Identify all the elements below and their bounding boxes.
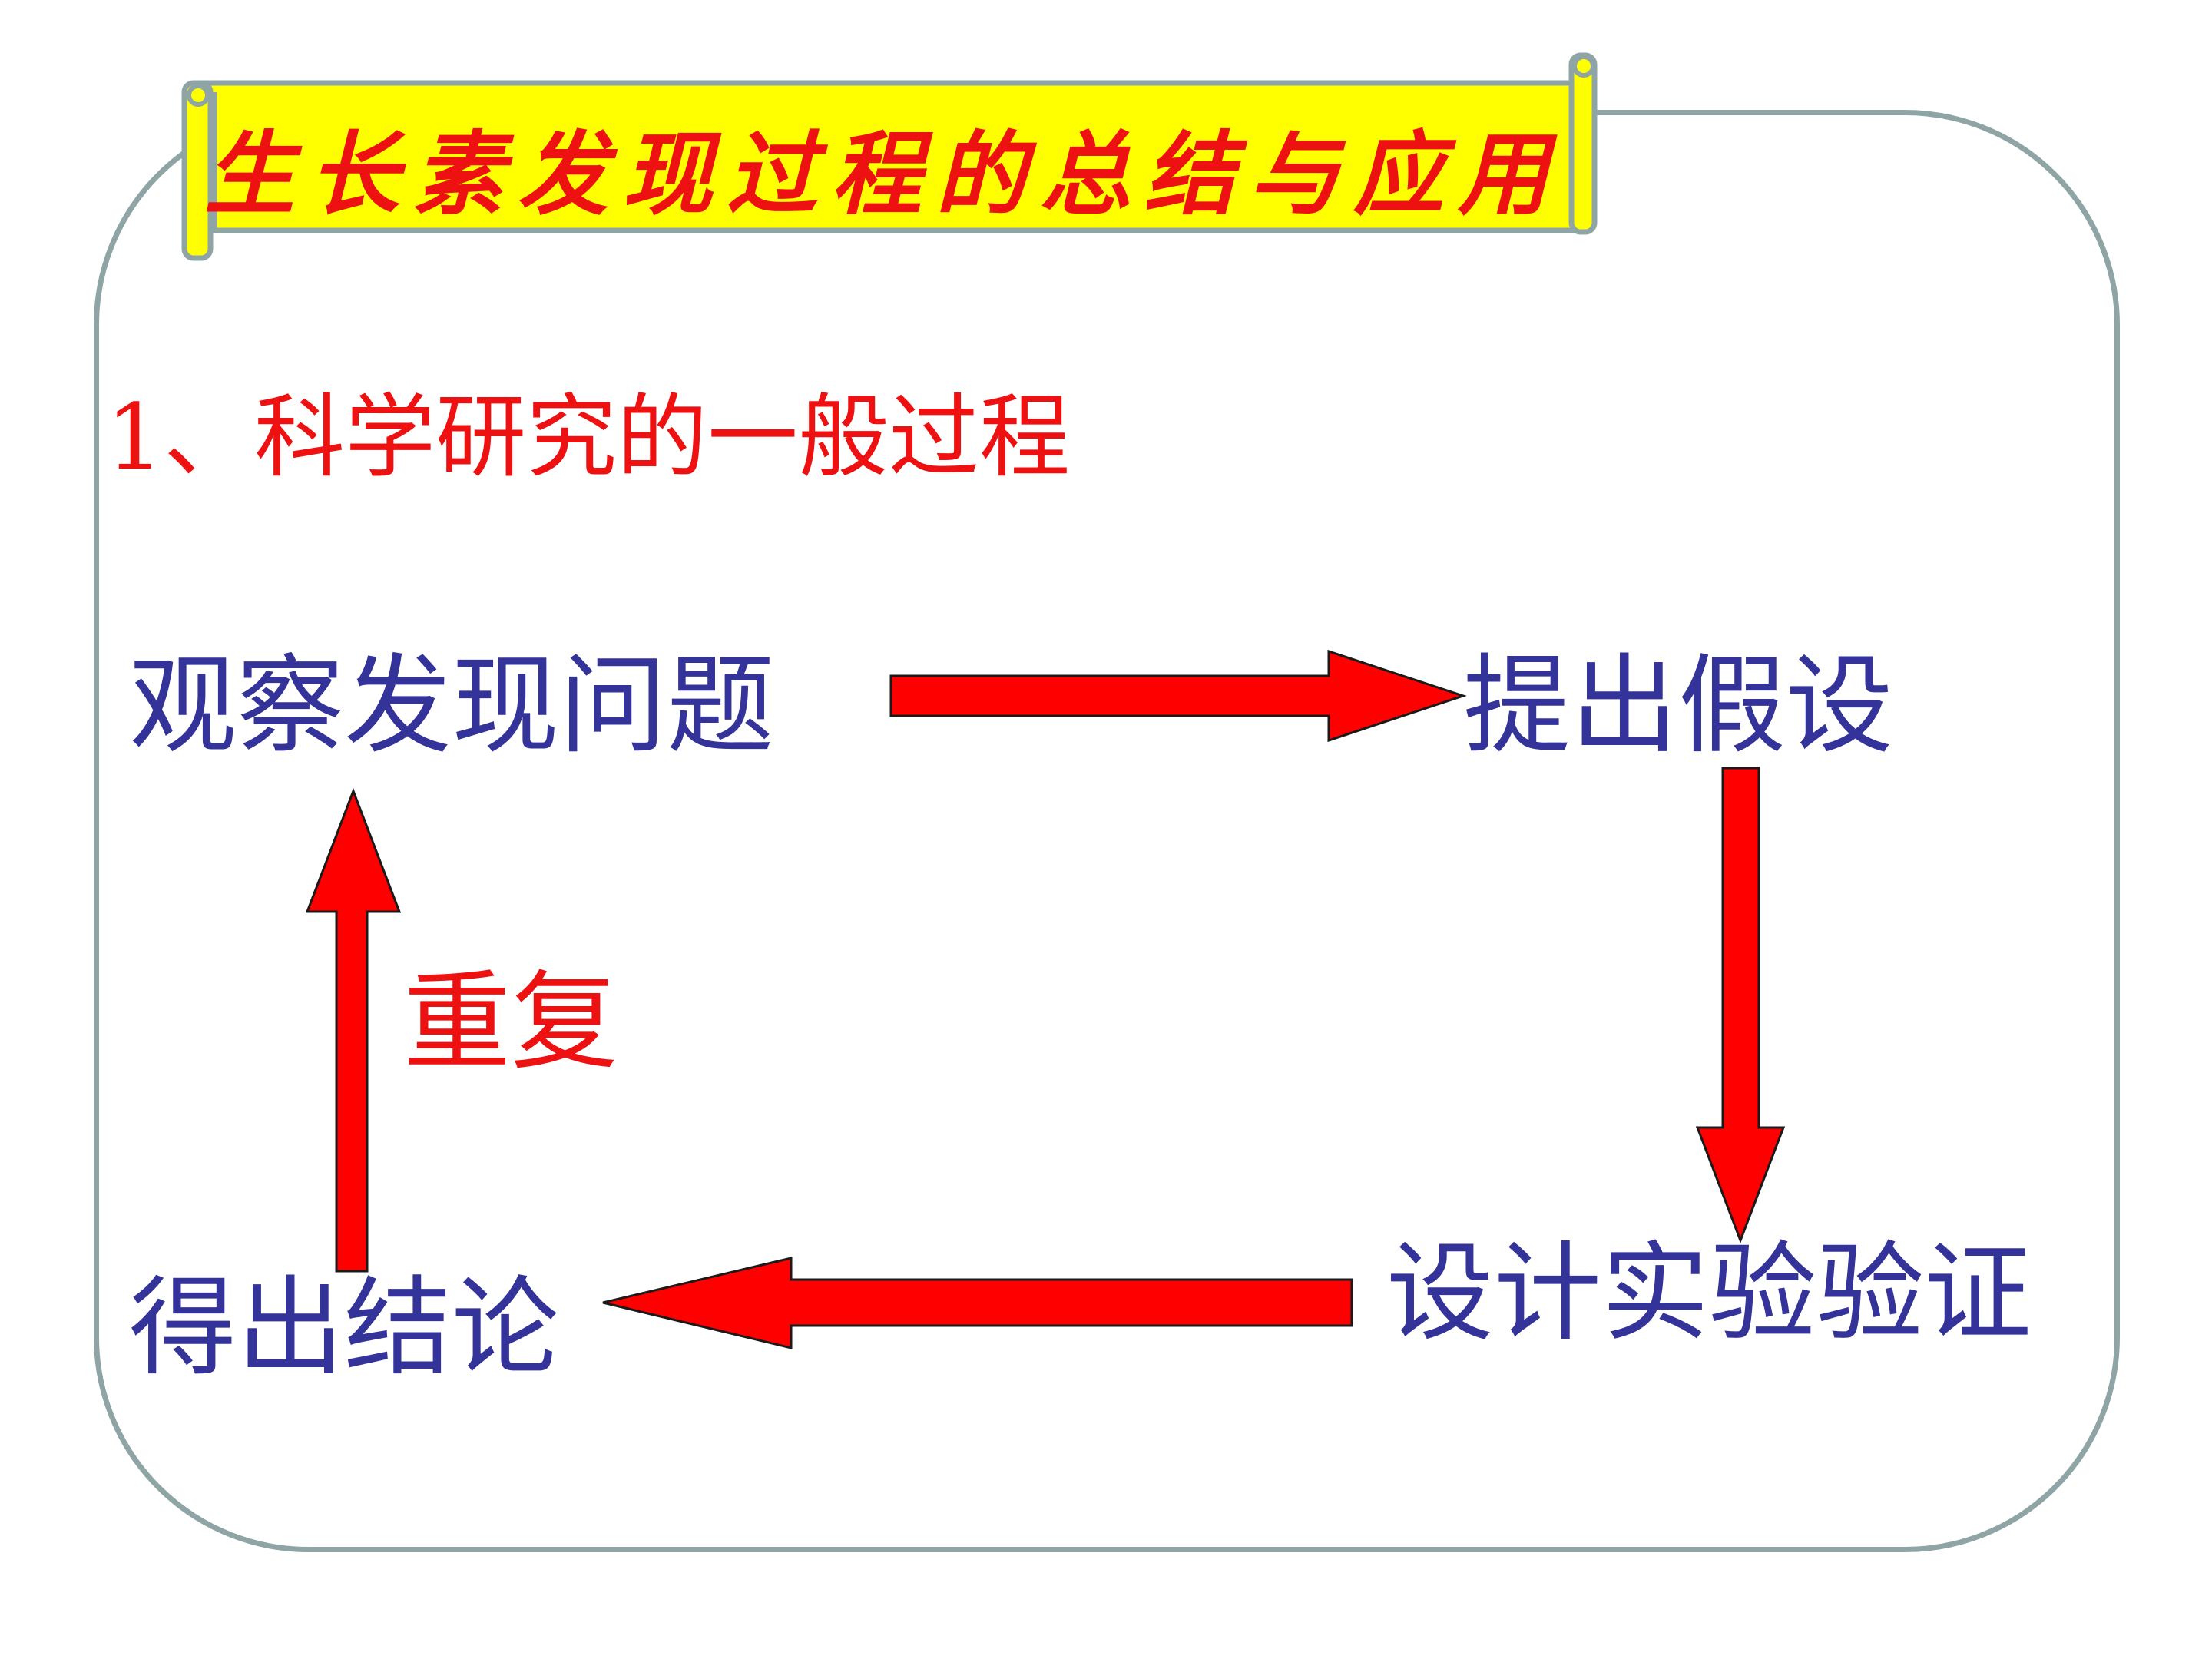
banner-left-roll — [181, 80, 214, 261]
repeat-label: 重复 — [403, 960, 619, 1085]
banner-title: 生长素发现过程的总结与应用 — [204, 120, 1563, 227]
arrow-down — [1695, 767, 1786, 1244]
step-draw-conclusion: 得出结论 — [129, 1266, 560, 1391]
banner-left-curl — [187, 84, 210, 107]
arrow-up — [305, 787, 402, 1273]
step-propose-hypothesis: 提出假设 — [1463, 644, 1894, 769]
banner-body — [198, 80, 1591, 233]
arrow-right — [889, 649, 1467, 743]
step-design-experiment: 设计实验验证 — [1386, 1231, 2032, 1356]
section-heading: 1、科学研究的一般过程 — [106, 384, 1071, 490]
arrow-left — [602, 1257, 1353, 1349]
banner-right-curl — [1572, 55, 1595, 78]
step-observe-problem: 观察发现问题 — [129, 644, 775, 769]
